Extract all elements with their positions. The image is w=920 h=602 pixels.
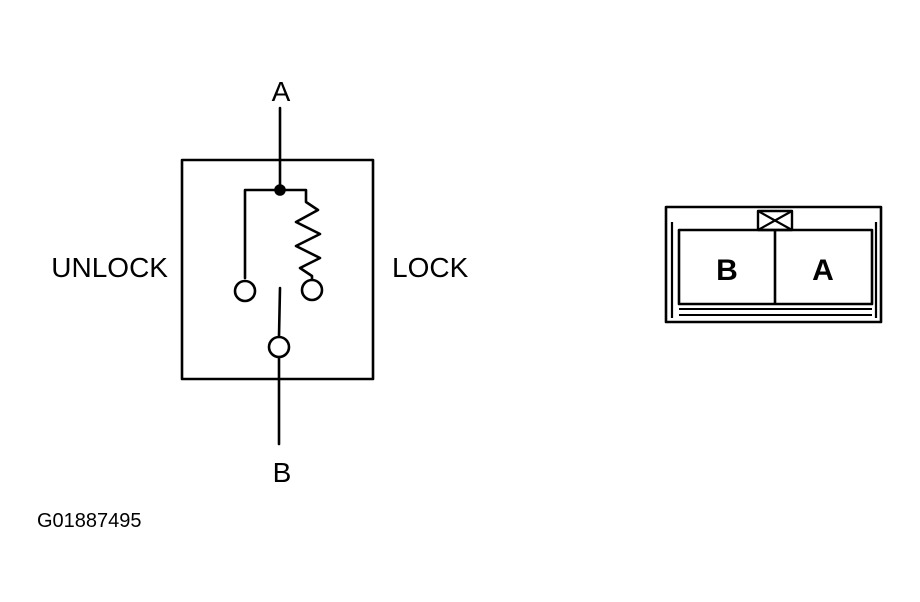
common-contact <box>267 335 291 359</box>
unlock-branch-wire <box>243 188 282 280</box>
unlock-contact <box>233 279 257 303</box>
lock-contact <box>300 278 324 302</box>
connector-pin-a-label: A <box>812 254 834 287</box>
connector-face <box>664 205 883 324</box>
lock-tab-x-stroke-2 <box>757 210 793 231</box>
terminal-a-label: A <box>272 76 291 107</box>
figure-code: G01887495 <box>37 510 142 532</box>
connector-lock-tab <box>756 209 794 232</box>
lock-label: LOCK <box>392 252 469 283</box>
switch-arm <box>277 286 282 338</box>
connector-shell <box>664 205 883 324</box>
lock-branch-resistor <box>278 188 322 282</box>
terminal-b-label: B <box>273 457 292 488</box>
unlock-label: UNLOCK <box>51 252 168 283</box>
switch-housing <box>180 158 375 381</box>
connector-pin-b-label: B <box>716 254 738 287</box>
switch-schematic <box>180 106 375 446</box>
